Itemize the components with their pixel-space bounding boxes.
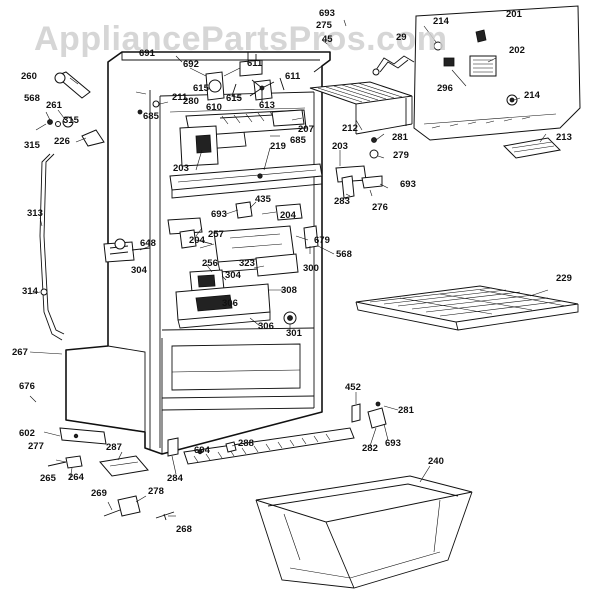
rear-control-panel bbox=[372, 5, 581, 141]
callout-229: 229 bbox=[556, 273, 572, 284]
callout-240: 240 bbox=[428, 456, 444, 467]
callout-267: 267 bbox=[12, 347, 28, 358]
callout-204: 204 bbox=[280, 210, 297, 221]
callout-691: 691 bbox=[139, 48, 156, 59]
callout-304: 304 bbox=[131, 265, 148, 276]
callout-313: 313 bbox=[27, 208, 43, 219]
callout-268: 268 bbox=[176, 524, 192, 535]
callout-693: 693 bbox=[211, 209, 227, 220]
callout-314: 314 bbox=[22, 286, 39, 297]
leader-lines bbox=[29, 19, 549, 517]
callout-648: 648 bbox=[140, 238, 156, 249]
callout-568: 568 bbox=[24, 93, 40, 104]
callout-611: 611 bbox=[247, 58, 263, 69]
watermark-text: AppliancePartsPros.com bbox=[34, 20, 447, 58]
callout-287: 287 bbox=[106, 442, 122, 453]
callout-282: 282 bbox=[362, 443, 378, 454]
light-shield bbox=[502, 137, 562, 159]
evaporator-fan-motor bbox=[205, 52, 285, 102]
callout-212: 212 bbox=[342, 123, 358, 134]
callout-284: 284 bbox=[167, 473, 184, 484]
callout-676: 676 bbox=[19, 381, 35, 392]
callout-283: 283 bbox=[334, 196, 350, 207]
callout-214: 214 bbox=[524, 90, 541, 101]
callout-452: 452 bbox=[345, 382, 361, 393]
callout-213: 213 bbox=[556, 132, 572, 143]
callout-296: 296 bbox=[437, 83, 453, 94]
callout-211: 211 bbox=[172, 92, 188, 103]
fresh-food-wire-shelf bbox=[355, 285, 579, 331]
air-duct-assembly bbox=[179, 109, 307, 167]
callout-692: 692 bbox=[183, 59, 199, 70]
callout-207: 207 bbox=[298, 124, 314, 135]
callout-568: 568 bbox=[336, 249, 352, 260]
callout-279: 279 bbox=[393, 150, 409, 161]
callout-288: 288 bbox=[238, 438, 254, 449]
callout-300: 300 bbox=[303, 263, 319, 274]
callout-202: 202 bbox=[509, 45, 525, 56]
callout-261: 261 bbox=[46, 100, 63, 111]
crisper-drawer bbox=[255, 475, 473, 589]
callout-323: 323 bbox=[239, 258, 255, 269]
callout-615: 615 bbox=[193, 83, 210, 94]
callout-29: 29 bbox=[396, 32, 407, 43]
cabinet-liner bbox=[65, 51, 331, 455]
callout-306: 306 bbox=[222, 298, 238, 309]
callout-613: 613 bbox=[259, 100, 275, 111]
callout-265: 265 bbox=[40, 473, 57, 484]
callout-685: 685 bbox=[290, 135, 307, 146]
callout-256: 256 bbox=[202, 258, 218, 269]
callout-275: 275 bbox=[316, 20, 333, 31]
callout-610: 610 bbox=[206, 102, 222, 113]
callout-281: 281 bbox=[392, 132, 409, 143]
callout-693: 693 bbox=[385, 438, 401, 449]
callout-45: 45 bbox=[322, 34, 333, 45]
callout-693: 693 bbox=[319, 8, 335, 19]
callout-315: 315 bbox=[63, 115, 80, 126]
callout-277: 277 bbox=[28, 441, 44, 452]
bottom-grille-area bbox=[47, 401, 387, 521]
callout-269: 269 bbox=[91, 488, 107, 499]
callout-315: 315 bbox=[24, 140, 41, 151]
callout-679: 679 bbox=[314, 235, 330, 246]
callout-276: 276 bbox=[372, 202, 388, 213]
hinge-bracket bbox=[335, 137, 383, 199]
callout-203: 203 bbox=[173, 163, 189, 174]
callout-260: 260 bbox=[21, 71, 37, 82]
callout-201: 201 bbox=[506, 9, 523, 20]
freezer-wire-shelf bbox=[309, 81, 413, 135]
callout-693: 693 bbox=[400, 179, 416, 190]
callout-602: 602 bbox=[19, 428, 35, 439]
callout-611: 611 bbox=[285, 71, 301, 82]
callout-226: 226 bbox=[54, 136, 70, 147]
callout-204: 204 bbox=[189, 235, 206, 246]
drain-tube bbox=[39, 71, 160, 341]
callout-278: 278 bbox=[148, 486, 164, 497]
callout-306: 306 bbox=[258, 321, 274, 332]
callout-214: 214 bbox=[433, 16, 450, 27]
callout-304: 304 bbox=[225, 270, 242, 281]
control-housing bbox=[103, 201, 319, 329]
callout-615: 615 bbox=[226, 93, 243, 104]
callout-308: 308 bbox=[281, 285, 297, 296]
callout-219: 219 bbox=[270, 141, 286, 152]
callout-281: 281 bbox=[398, 405, 415, 416]
callout-685: 685 bbox=[143, 111, 160, 122]
callout-435: 435 bbox=[255, 194, 272, 205]
callout-257: 257 bbox=[208, 229, 224, 240]
callout-280: 280 bbox=[183, 96, 199, 107]
callout-203: 203 bbox=[332, 141, 348, 152]
callout-301: 301 bbox=[286, 328, 303, 339]
callout-264: 264 bbox=[68, 472, 85, 483]
callout-694: 694 bbox=[194, 445, 211, 456]
mullion-divider bbox=[169, 163, 323, 199]
